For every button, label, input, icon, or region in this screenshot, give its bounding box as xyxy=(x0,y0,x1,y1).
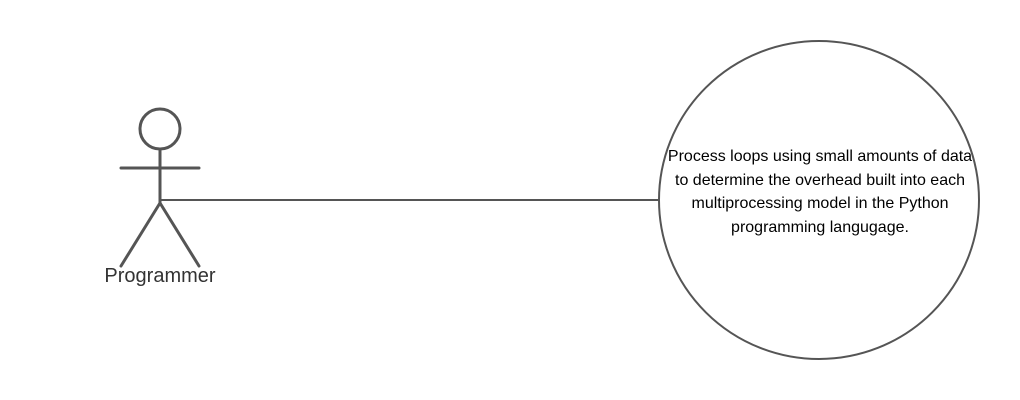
use-case-text: Process loops using small amounts of dat… xyxy=(667,148,973,236)
actor-head xyxy=(138,107,182,151)
actor-figure xyxy=(119,107,201,268)
actor-left-leg xyxy=(119,201,162,268)
use-case-ellipse xyxy=(658,40,980,360)
actor-label: Programmer xyxy=(104,265,216,287)
actor-right-leg xyxy=(158,201,201,268)
